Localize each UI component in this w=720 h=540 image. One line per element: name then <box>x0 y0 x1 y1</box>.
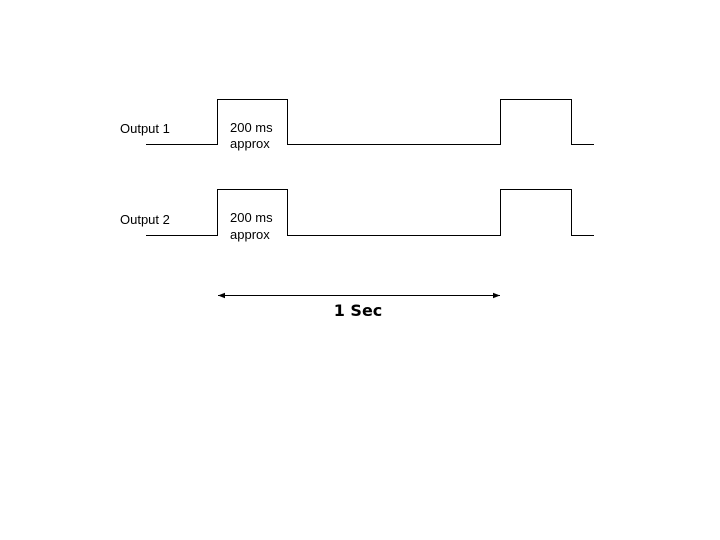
pulse-note-line2-output-2: approx <box>230 227 270 242</box>
signal-label-output-2: Output 2 <box>120 212 170 227</box>
period-label: 1 Sec <box>334 301 383 320</box>
waveform-output-2 <box>146 189 594 236</box>
pulse-note-line2-output-1: approx <box>230 136 270 151</box>
waveform-output-1 <box>146 99 594 145</box>
signal-output-1: Output 1 200 ms approx <box>120 99 594 151</box>
signal-label-output-1: Output 1 <box>120 121 170 136</box>
signal-output-2: Output 2 200 ms approx <box>120 189 594 242</box>
pulse-note-line1-output-2: 200 ms <box>230 210 273 225</box>
period-dimension: 1 Sec <box>218 292 500 320</box>
pulse-note-line1-output-1: 200 ms <box>230 120 273 135</box>
